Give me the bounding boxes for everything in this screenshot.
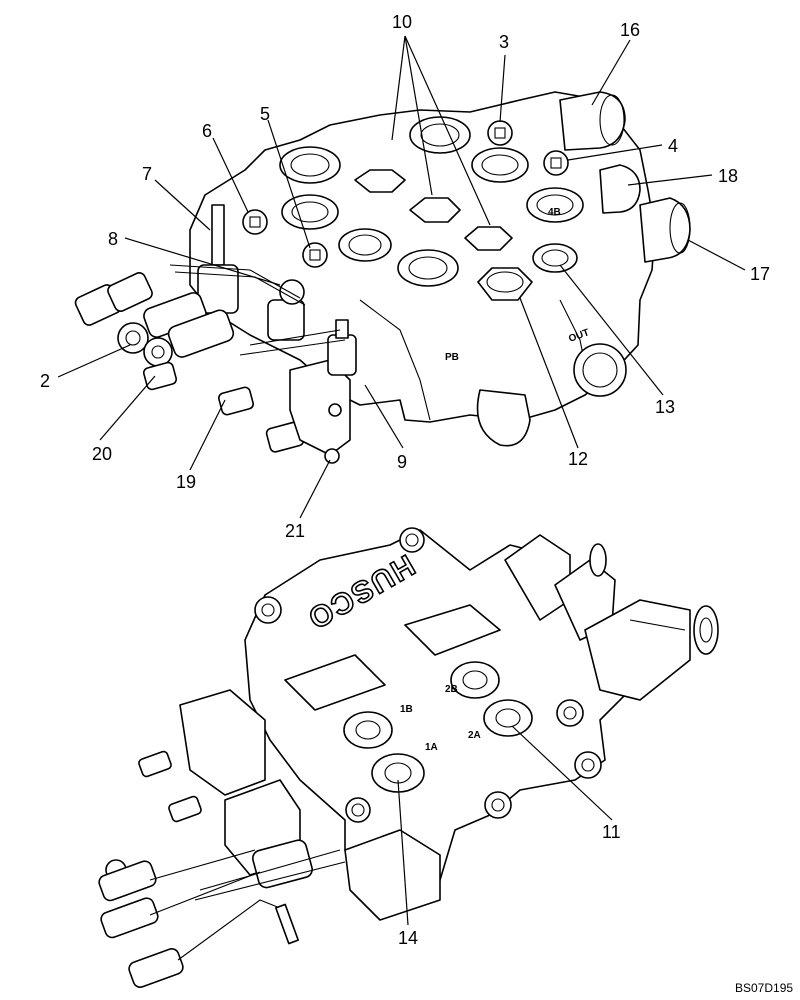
- recess-2: [284, 654, 386, 711]
- allen-plugs: [242, 120, 569, 268]
- lower-boss: [476, 389, 531, 447]
- callout-17: 17: [750, 264, 770, 284]
- callout-18: 18: [718, 166, 738, 186]
- port-16: [559, 91, 626, 151]
- lower-valve-view: HUSCO 2B 1B 2A 1A: [98, 527, 719, 988]
- leader-lines: [57, 35, 746, 926]
- lower-actuator-assembly: [98, 689, 441, 988]
- upper-valve-view: PB OUT 4B: [74, 91, 691, 464]
- lower-right-sections: [504, 534, 719, 701]
- callout-16: 16: [620, 20, 640, 40]
- callout-10: 10: [392, 12, 412, 32]
- emboss-2b: 2B: [445, 684, 458, 695]
- callout-5: 5: [260, 104, 270, 124]
- callout-6: 6: [202, 121, 212, 141]
- callout-7: 7: [142, 164, 152, 184]
- emboss-1a: 1A: [425, 742, 438, 753]
- callout-12: 12: [568, 449, 588, 469]
- callout-13: 13: [655, 397, 675, 417]
- emboss-2a: 2A: [468, 730, 481, 741]
- callout-11: 11: [602, 822, 621, 842]
- port-18: [599, 164, 641, 214]
- callout-14: 14: [398, 928, 418, 948]
- lower-bosses: [254, 527, 602, 823]
- body-side-edge: [359, 299, 431, 421]
- port-rings: [279, 116, 584, 287]
- recess-1: [404, 604, 501, 656]
- emboss-1b: 1B: [400, 704, 413, 715]
- callout-21: 21: [285, 521, 305, 541]
- out-port-inner: [582, 352, 618, 388]
- emboss-4b: 4B: [548, 207, 561, 218]
- callout-8: 8: [108, 229, 118, 249]
- emboss-pb: PB: [445, 352, 459, 363]
- callout-3: 3: [499, 32, 509, 52]
- figure-reference: BS07D195: [735, 981, 793, 995]
- out-port: [573, 343, 627, 397]
- callout-19: 19: [176, 472, 196, 492]
- port-17-face: [669, 202, 691, 254]
- callout-4: 4: [668, 136, 678, 156]
- callout-labels: 10 3 16 4 18 17 5 6 7 8 2 20 19 21 9 12 …: [40, 12, 770, 948]
- lower-valve-body: [244, 529, 641, 901]
- upper-solenoid-assembly: [74, 204, 357, 464]
- callout-20: 20: [92, 444, 112, 464]
- hex-plugs: [354, 169, 533, 301]
- callout-9: 9: [397, 452, 407, 472]
- lower-ports: [343, 661, 533, 793]
- port-16-face: [599, 94, 625, 146]
- callout-2: 2: [40, 371, 50, 391]
